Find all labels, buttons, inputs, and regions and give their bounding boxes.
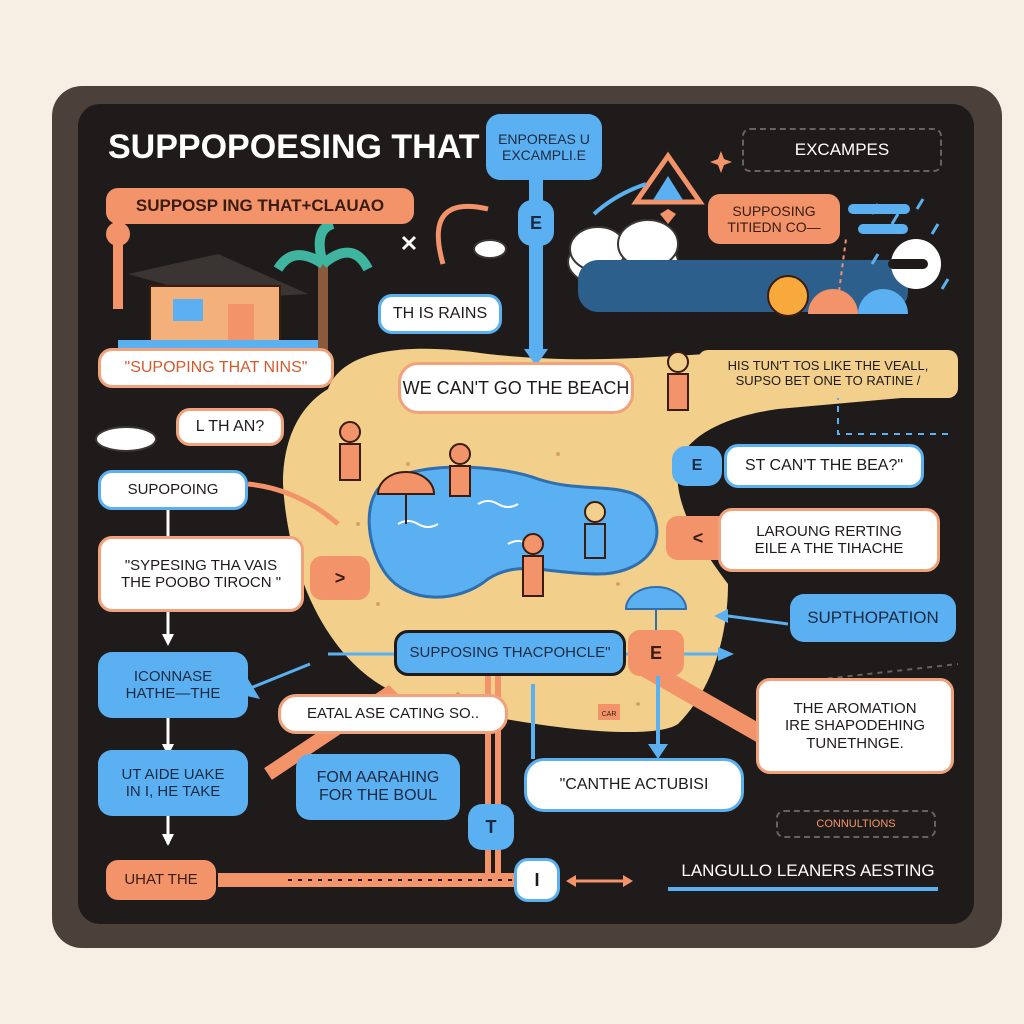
palm-tree: [273, 219, 373, 354]
e-letter-top: E: [518, 200, 554, 246]
node-this-rains: TH IS RAINS: [378, 294, 502, 334]
right-strip-text: HIS TUN'T TOS LIKE THE VEALL, SUPSO BET …: [698, 350, 958, 398]
sparkle-icon: [710, 151, 732, 173]
house-illustration: [106, 222, 328, 350]
subtitle-bar: SUPPOSP ING THAT+CLAUAO: [106, 188, 414, 224]
flow-arrow-orange: [435, 203, 489, 265]
node-canthe-actubisi: "CANTHE ACTUBISI: [524, 758, 744, 812]
person-figure: [339, 351, 689, 597]
node-l-th-an: L TH AN?: [176, 408, 284, 446]
node-supesing: "SYPESING THA VAIS THE POOBO TIROCN ": [98, 536, 304, 612]
t-letter-box: T: [468, 804, 514, 850]
beach-umbrella: [376, 471, 688, 644]
arrow-right-button: >: [310, 556, 370, 600]
pond: [367, 465, 659, 599]
node-ut-aide-take: UT AIDE UAKE IN I, HE TAKE: [98, 750, 248, 816]
diagram-title: SUPPOPOESING THAT +: [108, 128, 509, 166]
e-right-small: E: [672, 446, 722, 486]
node-fom-aarahing: FOM AARAHING FOR THE BOUL: [296, 754, 460, 820]
node-iconnase: ICONNASE HATHE—THE: [98, 652, 248, 718]
diagram-panel: CAR SUPPOPOESING THAT + SUPPOSP ING THAT…: [78, 104, 974, 924]
node-st-cant-bea: ST CAN'T THE BEA?": [724, 444, 924, 488]
beach-sign-text: CAR: [602, 711, 617, 718]
node-supthopation: SUPTHOPATION: [790, 594, 956, 642]
node-supoping-that-nins: "SUPOPING THAT NINS": [98, 348, 334, 388]
supposing-orange-right: SUPPOSING TITIEDN CO—: [708, 194, 840, 244]
node-aromation: THE AROMATION IRE SHAPODEHING TUNETHNGE.: [756, 678, 954, 774]
node-supposing-thacpohcle: SUPPOSING THACPOHCLE": [394, 630, 626, 676]
i-letter-box: I: [514, 858, 560, 902]
beach-sign-board: [598, 704, 620, 720]
node-supoping-blue: SUPOPOING: [98, 470, 248, 510]
node-laroung-rerting: LAROUNG RERTING EILE A THE TIHACHE: [718, 508, 940, 572]
close-cross-icon: [401, 235, 417, 251]
examples-label: EXCAMPES: [742, 128, 942, 172]
connultions-label: CONNULTIONS: [776, 810, 936, 838]
e-letter-mid: E: [628, 630, 684, 676]
node-cant-go-beach: WE CAN'T GO THE BEACH: [398, 362, 634, 414]
node-what-the: UHAT THE: [106, 860, 216, 900]
top-blue-pill: ENPOREAS U EXCAMPLI.E: [486, 114, 602, 180]
node-eatal-ase: EATAL ASE CATING SO..: [278, 694, 508, 734]
rain-band: [578, 260, 908, 312]
sun-icon: [767, 275, 809, 317]
language-learners-label: LANGULLO LEANERS AESTING: [681, 861, 935, 881]
